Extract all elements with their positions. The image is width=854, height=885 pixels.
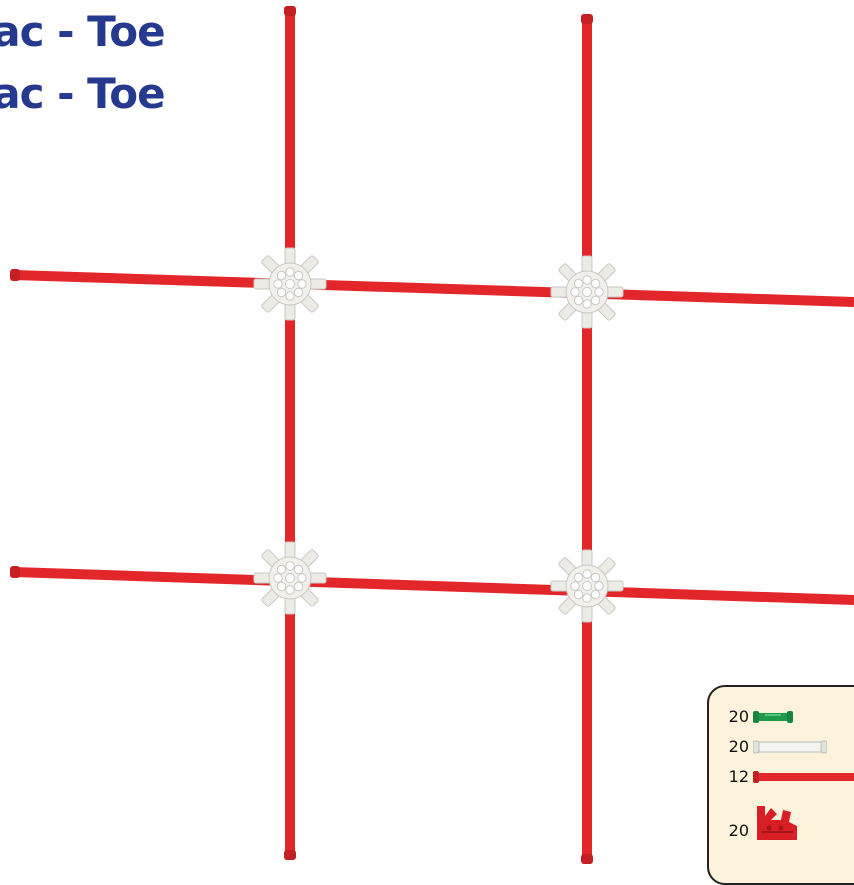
parts-list-item: 12 — [709, 767, 854, 786]
parts-list-item: 20 — [709, 802, 801, 842]
white-rod-icon — [753, 740, 827, 754]
parts-list: 20 20 12 20 — [707, 685, 854, 885]
red-connector-icon — [753, 802, 801, 842]
part-count: 20 — [709, 737, 753, 756]
horizontal-rod-bottom — [14, 572, 854, 600]
parts-list-item: 20 — [709, 737, 827, 756]
connector-bottom-left — [254, 542, 326, 614]
connector-bottom-right — [551, 550, 623, 622]
part-count: 20 — [709, 805, 753, 840]
red-rod-icon — [753, 770, 854, 784]
part-count: 12 — [709, 767, 753, 786]
connector-top-left — [254, 248, 326, 320]
green-connector-icon — [753, 710, 793, 724]
horizontal-rod-top — [14, 275, 854, 302]
connector-top-right — [551, 256, 623, 328]
part-count: 20 — [709, 707, 753, 726]
parts-list-item: 20 — [709, 707, 793, 726]
